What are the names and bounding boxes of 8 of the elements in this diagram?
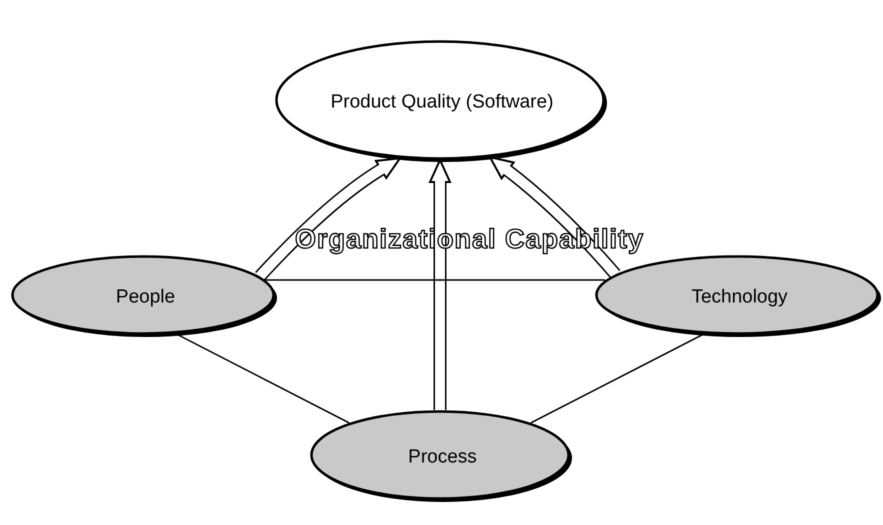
ellipse-node [275, 40, 609, 165]
node-label: Technology [690, 285, 789, 310]
ellipse-node [595, 255, 883, 340]
node-label: Product Quality (Software) [330, 90, 554, 114]
node-label: Process [407, 445, 478, 470]
ellipse-node [11, 255, 280, 340]
node-label: People [114, 285, 176, 310]
ellipse-node [310, 410, 575, 505]
